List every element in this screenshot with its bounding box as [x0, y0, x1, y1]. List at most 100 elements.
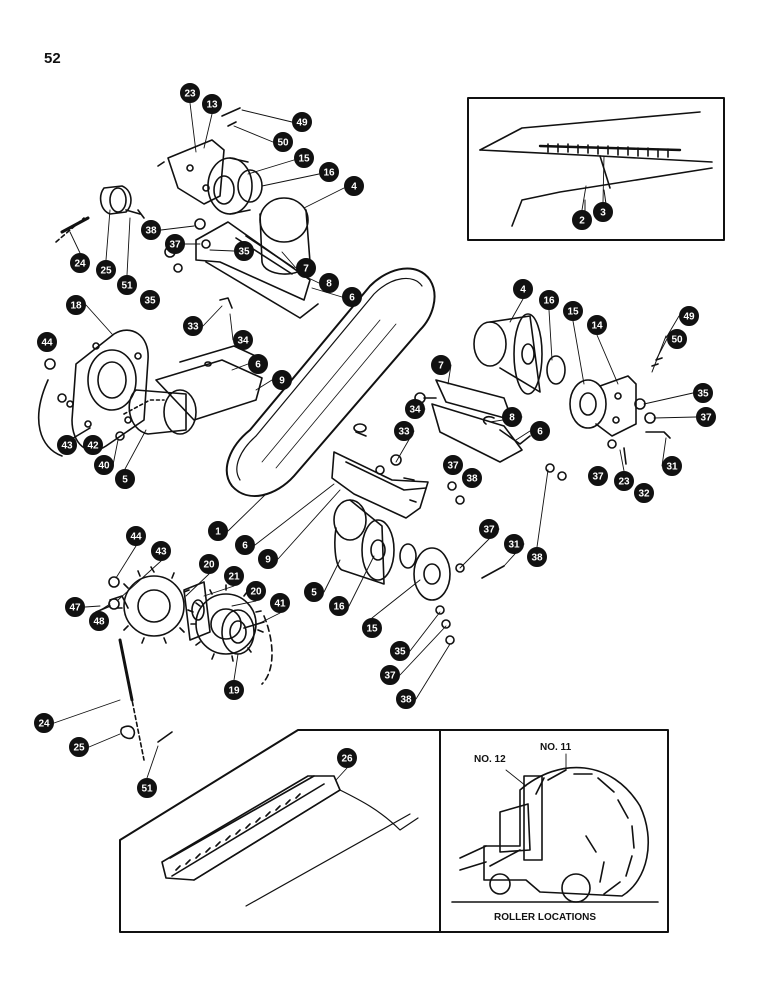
callout-circle: [234, 241, 254, 261]
lower-middle-roller: [333, 499, 505, 645]
callout-37: 37: [479, 519, 499, 539]
callout-circle: [273, 132, 293, 152]
callout-circle: [270, 593, 290, 613]
callout-44: 44: [126, 526, 146, 546]
callout-35: 35: [234, 241, 254, 261]
callout-number: 31: [508, 540, 520, 551]
callout-34: 34: [233, 330, 253, 350]
callout-number: 50: [277, 138, 289, 149]
callout-23: 23: [180, 83, 200, 103]
callout-4: 4: [513, 279, 533, 299]
callout-number: 49: [296, 118, 308, 129]
callout-number: 6: [255, 360, 261, 371]
callout-number: 20: [250, 587, 262, 598]
callout-circle: [258, 549, 278, 569]
callout-circle: [394, 421, 414, 441]
callout-1: 1: [208, 521, 228, 541]
callout-circle: [34, 713, 54, 733]
inset-label-no-12: NO. 12: [474, 754, 506, 765]
callout-8: 8: [502, 407, 522, 427]
callout-circle: [513, 279, 533, 299]
callout-number: 43: [155, 547, 167, 558]
callout-37: 37: [443, 455, 463, 475]
callout-circle: [502, 407, 522, 427]
callout-37: 37: [165, 234, 185, 254]
callout-number: 16: [543, 296, 555, 307]
callout-16: 16: [539, 290, 559, 310]
callout-circle: [679, 306, 699, 326]
callout-8: 8: [319, 273, 339, 293]
callout-circle: [539, 290, 559, 310]
callout-circle: [151, 541, 171, 561]
callout-37: 37: [380, 665, 400, 685]
callout-2: 2: [572, 210, 592, 230]
right-lower-slide: [331, 423, 429, 519]
callout-circle: [319, 273, 339, 293]
callout-circle: [208, 521, 228, 541]
callout-circle: [141, 220, 161, 240]
callout-circle: [443, 455, 463, 475]
callout-circle: [380, 665, 400, 685]
callout-number: 37: [700, 413, 712, 424]
callout-37: 37: [696, 407, 716, 427]
callout-41: 41: [270, 593, 290, 613]
callout-circle: [140, 290, 160, 310]
callout-circle: [83, 435, 103, 455]
callout-47: 47: [65, 597, 85, 617]
callout-circle: [530, 421, 550, 441]
callout-25: 25: [96, 260, 116, 280]
callout-number: 51: [121, 281, 133, 292]
callout-15: 15: [362, 618, 382, 638]
callout-number: 37: [447, 461, 459, 472]
callout-number: 4: [351, 182, 357, 193]
callout-38: 38: [396, 689, 416, 709]
callout-circle: [329, 596, 349, 616]
callout-number: 37: [592, 472, 604, 483]
callout-5: 5: [304, 582, 324, 602]
callout-number: 9: [279, 376, 285, 387]
callout-3: 3: [593, 202, 613, 222]
callout-number: 3: [600, 208, 606, 219]
callout-circle: [202, 94, 222, 114]
callout-number: 4: [520, 285, 526, 296]
callout-circle: [572, 210, 592, 230]
callout-37: 37: [588, 466, 608, 486]
callout-circle: [94, 455, 114, 475]
callout-6: 6: [248, 354, 268, 374]
callout-number: 35: [697, 389, 709, 400]
callout-number: 2: [579, 216, 585, 227]
callout-circle: [588, 466, 608, 486]
callout-circle: [126, 526, 146, 546]
callout-circle: [89, 611, 109, 631]
callout-circle: [57, 435, 77, 455]
callout-number: 38: [145, 226, 157, 237]
callout-5: 5: [115, 469, 135, 489]
callout-number: 6: [537, 427, 543, 438]
callout-number: 7: [303, 264, 309, 275]
callout-circle: [66, 295, 86, 315]
callout-circle: [235, 535, 255, 555]
callout-number: 8: [509, 413, 515, 424]
callout-18: 18: [66, 295, 86, 315]
callout-7: 7: [296, 258, 316, 278]
callout-circle: [183, 316, 203, 336]
callout-44: 44: [37, 332, 57, 352]
callout-number: 51: [141, 784, 153, 795]
callout-circle: [304, 582, 324, 602]
callout-circle: [527, 547, 547, 567]
callout-51: 51: [117, 275, 137, 295]
callout-circle: [199, 554, 219, 574]
callout-circle: [396, 689, 416, 709]
callout-number: 26: [341, 754, 353, 765]
callout-circle: [587, 315, 607, 335]
callout-number: 7: [438, 361, 444, 372]
callout-16: 16: [319, 162, 339, 182]
callout-number: 33: [398, 427, 410, 438]
callout-49: 49: [292, 112, 312, 132]
callout-number: 13: [206, 100, 218, 111]
callout-7: 7: [431, 355, 451, 375]
callout-number: 48: [93, 617, 105, 628]
callout-number: 37: [384, 671, 396, 682]
callout-circle: [294, 148, 314, 168]
